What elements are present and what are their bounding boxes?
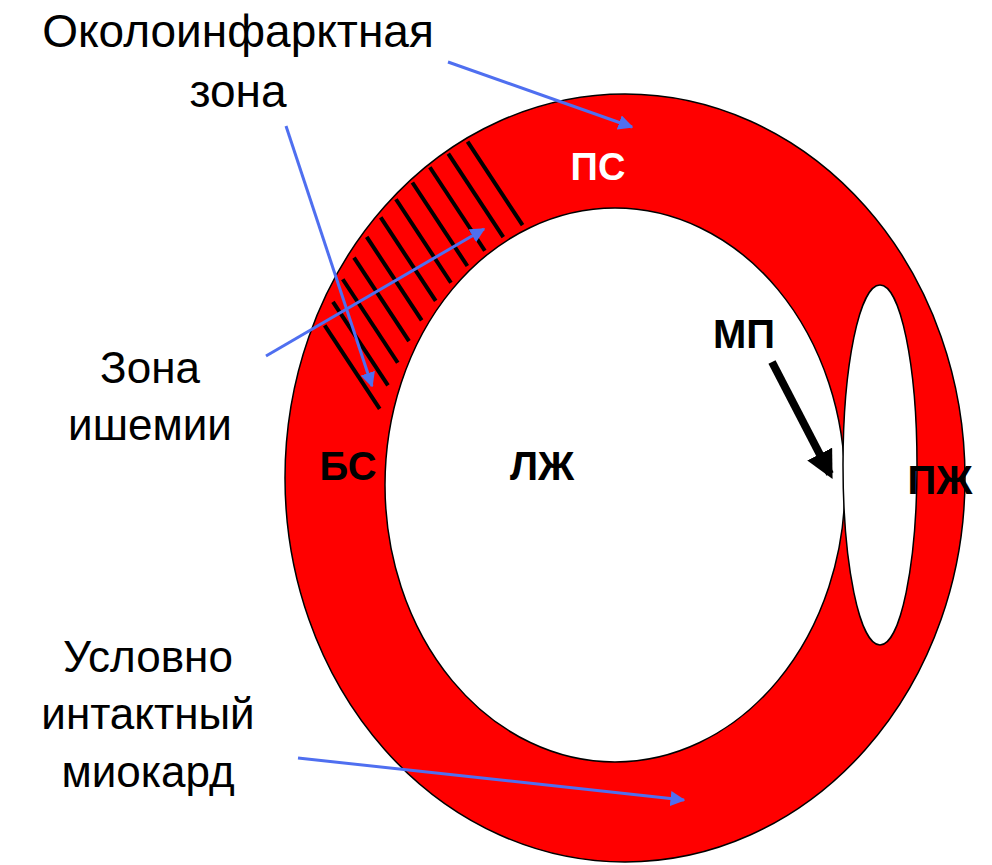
chamber-label: ЛЖ	[510, 440, 574, 492]
wall-label: БС	[319, 440, 376, 492]
hatch-line	[468, 142, 523, 226]
zone-label: Зона ишемии	[40, 339, 260, 453]
left-ventricle-cavity	[385, 208, 845, 762]
leader-line	[448, 62, 632, 127]
hatch-line	[381, 217, 436, 300]
heart-wall	[285, 94, 965, 862]
zone-label: Околоинфарктная зона	[18, 2, 458, 122]
leader-line	[286, 126, 372, 386]
zone-label: Условно интактный миокард	[13, 628, 283, 800]
hatch-line	[325, 325, 380, 409]
chamber-label: ПЖ	[908, 454, 973, 506]
hatch-line	[333, 302, 388, 386]
leader-line	[298, 758, 684, 800]
hatch-line	[448, 154, 503, 238]
hatch-line	[430, 167, 485, 251]
wall-label: ПС	[571, 143, 626, 192]
hatch-line	[396, 199, 451, 283]
septum-arrow	[772, 362, 830, 474]
right-ventricle-cavity	[843, 285, 917, 645]
wall-label: МП	[713, 308, 775, 360]
hatch-line	[367, 237, 422, 321]
leader-line	[266, 229, 484, 356]
ischemia-hatching	[325, 142, 523, 409]
